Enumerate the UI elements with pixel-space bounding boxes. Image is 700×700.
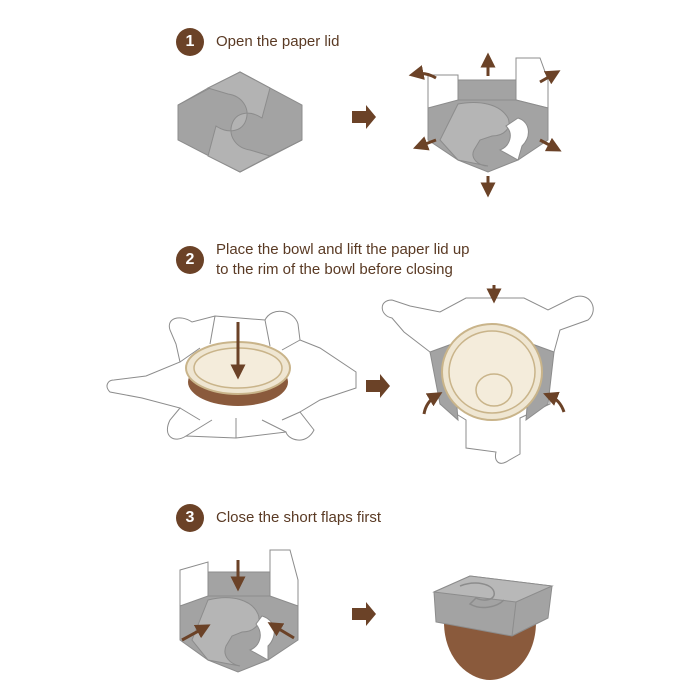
step-2-line-2: to the rim of the bowl before closing xyxy=(216,261,453,278)
flat-paper-icon xyxy=(106,310,357,441)
next-arrow-icon xyxy=(352,602,376,626)
step-3-badge: 3 xyxy=(176,504,204,532)
closed-box-icon xyxy=(432,575,554,680)
step-2-badge: 2 xyxy=(176,246,204,274)
short-flaps-icon xyxy=(179,549,299,673)
next-arrow-icon xyxy=(366,374,390,398)
closed-lid-icon xyxy=(177,71,303,173)
step-3-instruction: Close the short flaps first xyxy=(216,508,381,528)
step-1-badge: 1 xyxy=(176,28,204,56)
step-3-line-1: Close the short flaps first xyxy=(216,509,382,526)
step-1-instruction: Open the paper lid xyxy=(216,32,339,52)
step-1-header: 1 Open the paper lid xyxy=(176,28,339,56)
step-2-instruction: Place the bowl and lift the paper lid up… xyxy=(216,240,470,280)
lifted-paper-icon xyxy=(381,285,594,464)
step-2-header: 2 Place the bowl and lift the paper lid … xyxy=(176,240,470,280)
step-3-header: 3 Close the short flaps first xyxy=(176,504,381,532)
step-1-line-1: Open the paper lid xyxy=(216,33,340,50)
open-lid-icon xyxy=(408,52,562,198)
step-2-line-1: Place the bowl and lift the paper lid up xyxy=(216,241,470,258)
next-arrow-icon xyxy=(352,105,376,129)
